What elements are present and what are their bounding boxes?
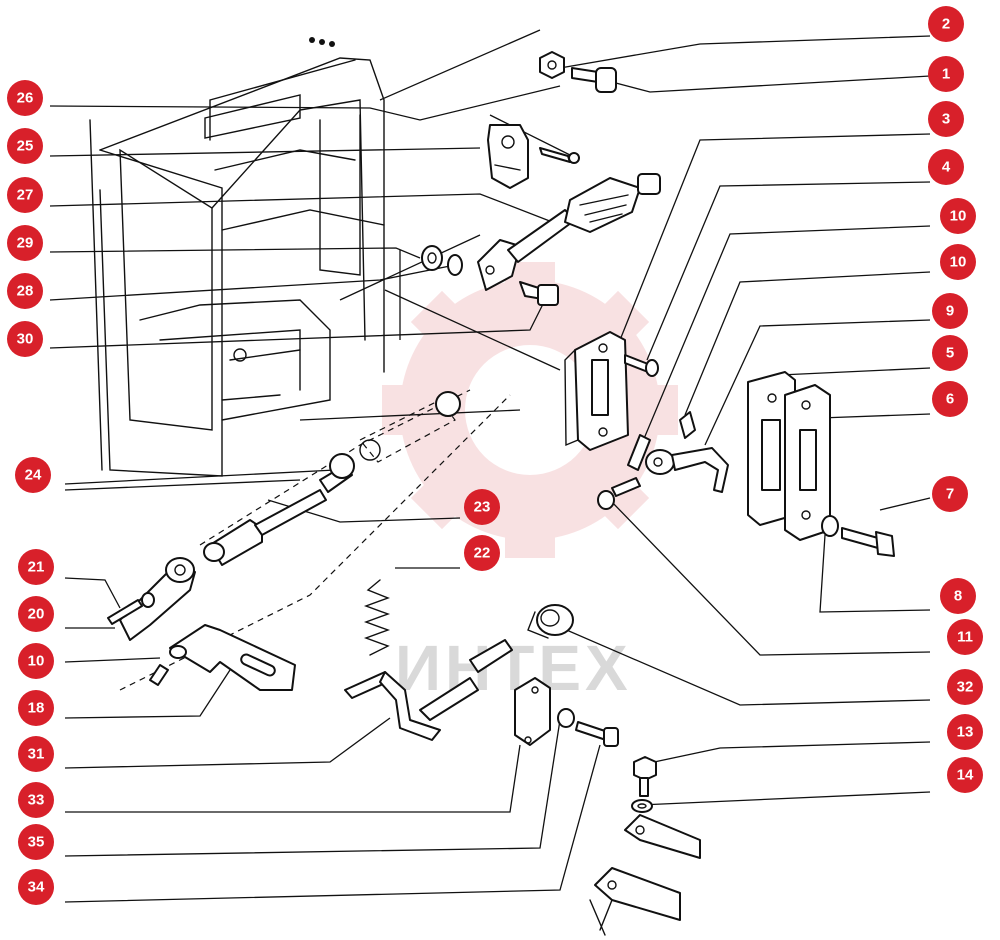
callout-13: 13 xyxy=(947,714,983,750)
callout-34: 34 xyxy=(18,869,54,905)
callout-5: 5 xyxy=(932,335,968,371)
svg-text:26: 26 xyxy=(17,90,34,107)
clip-part-25 xyxy=(487,124,529,189)
block-part-33 xyxy=(514,677,551,746)
leader-lines xyxy=(49,29,931,903)
svg-text:14: 14 xyxy=(957,767,974,784)
bracket-part-5 xyxy=(747,371,796,526)
svg-text:31: 31 xyxy=(28,746,45,763)
callout-21: 21 xyxy=(18,549,54,585)
callout-7: 7 xyxy=(932,476,968,512)
svg-text:28: 28 xyxy=(17,283,34,300)
svg-text:30: 30 xyxy=(17,331,34,348)
cabin-frame xyxy=(89,37,385,477)
pin-part-10-upper xyxy=(679,411,696,439)
pin-part-10-left xyxy=(149,664,169,686)
svg-text:10: 10 xyxy=(950,254,967,271)
callout-32: 32 xyxy=(947,669,983,705)
lever-part-18 xyxy=(169,624,296,691)
handle-rod-part-27 xyxy=(477,173,661,291)
svg-text:18: 18 xyxy=(28,700,45,717)
svg-text:27: 27 xyxy=(17,187,34,204)
callout-9: 9 xyxy=(932,293,968,329)
svg-text:1: 1 xyxy=(942,66,950,83)
callout-10-b: 10 xyxy=(940,244,976,280)
callout-11: 11 xyxy=(947,619,983,655)
callout-23: 23 xyxy=(464,489,500,525)
callout-26: 26 xyxy=(7,80,43,116)
callout-29: 29 xyxy=(7,225,43,261)
svg-text:22: 22 xyxy=(474,545,491,562)
svg-text:2: 2 xyxy=(942,16,950,33)
svg-text:4: 4 xyxy=(942,159,951,176)
callout-10-a: 10 xyxy=(940,198,976,234)
svg-text:11: 11 xyxy=(957,629,973,646)
svg-text:10: 10 xyxy=(28,653,45,670)
callout-14: 14 xyxy=(947,757,983,793)
svg-text:20: 20 xyxy=(28,606,45,623)
callout-6: 6 xyxy=(932,381,968,417)
svg-text:32: 32 xyxy=(957,679,974,696)
svg-text:7: 7 xyxy=(946,486,954,503)
shaft-part-24 xyxy=(203,391,461,566)
svg-text:6: 6 xyxy=(946,391,954,408)
svg-text:35: 35 xyxy=(28,834,45,851)
screw-part-21 xyxy=(107,592,155,625)
callout-22: 22 xyxy=(464,535,500,571)
svg-text:25: 25 xyxy=(17,138,34,155)
callout-31: 31 xyxy=(18,736,54,772)
callout-33: 33 xyxy=(18,782,54,818)
watermark-text: ИНТЕХ xyxy=(395,632,632,704)
svg-text:9: 9 xyxy=(946,303,954,320)
spring-part-22 xyxy=(363,579,391,656)
screw-part-4 xyxy=(624,354,659,377)
bolt-part-30 xyxy=(519,281,559,306)
washer-part-29 xyxy=(421,245,463,276)
svg-text:33: 33 xyxy=(28,792,45,809)
svg-text:29: 29 xyxy=(17,235,34,252)
bolt-part-34 xyxy=(575,721,619,747)
callout-3: 3 xyxy=(928,101,964,137)
pin-part-10-lower xyxy=(627,434,651,471)
bracket-part-6 xyxy=(784,384,831,541)
svg-text:5: 5 xyxy=(946,345,954,362)
callout-24: 24 xyxy=(15,457,51,493)
washer-part-35 xyxy=(557,708,575,728)
callout-10-c: 10 xyxy=(18,643,54,679)
svg-text:23: 23 xyxy=(474,499,491,516)
callout-20: 20 xyxy=(18,596,54,632)
callout-27: 27 xyxy=(7,177,43,213)
bolt-part-7 xyxy=(841,527,895,557)
callout-4: 4 xyxy=(928,149,964,185)
svg-text:34: 34 xyxy=(28,879,45,896)
svg-text:13: 13 xyxy=(957,724,974,741)
nut-part-14 xyxy=(631,799,653,813)
bushing-part-32 xyxy=(527,604,574,639)
callout-25: 25 xyxy=(7,128,43,164)
rod-part-31 xyxy=(344,639,513,741)
lever-part-20 xyxy=(119,557,196,641)
callout-30: 30 xyxy=(7,321,43,357)
callout-35: 35 xyxy=(18,824,54,860)
callout-28: 28 xyxy=(7,273,43,309)
svg-text:8: 8 xyxy=(954,588,962,605)
nut-part-2 xyxy=(539,51,565,79)
screw-part-11 xyxy=(597,477,641,510)
bolt-part-13 xyxy=(633,756,657,797)
svg-text:3: 3 xyxy=(942,111,950,128)
svg-text:10: 10 xyxy=(950,208,967,225)
svg-text:21: 21 xyxy=(28,559,45,576)
plate-part-3 xyxy=(564,331,629,451)
base-plate-parts xyxy=(589,814,701,936)
hook-part-9 xyxy=(645,447,729,493)
callout-8: 8 xyxy=(940,578,976,614)
bolt-part-1 xyxy=(571,67,617,93)
callout-2: 2 xyxy=(928,6,964,42)
washer-part-8 xyxy=(821,515,839,537)
svg-text:24: 24 xyxy=(25,467,42,484)
pin-part-26 xyxy=(539,147,580,164)
callout-1: 1 xyxy=(928,56,964,92)
callout-18: 18 xyxy=(18,690,54,726)
